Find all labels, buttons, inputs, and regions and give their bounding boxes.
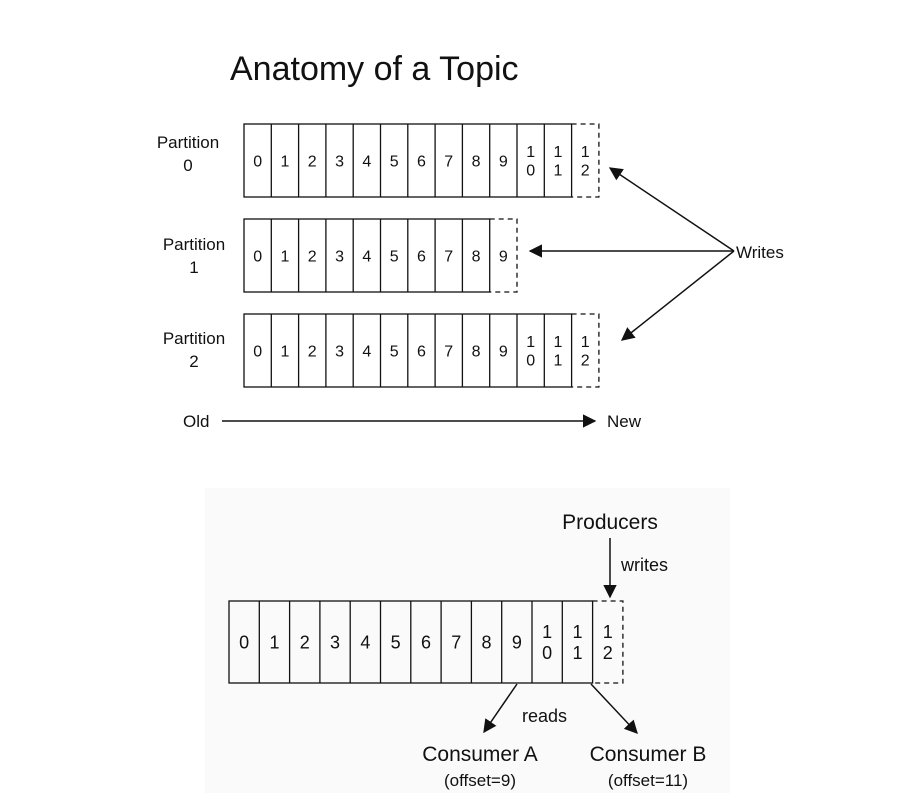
log-cell-10-digit-1: 0 <box>542 643 552 663</box>
partition-0-cell-11-digit-0: 1 <box>553 144 562 161</box>
partition-0-cell-10-digit-1: 0 <box>526 162 535 179</box>
axis-new-label: New <box>607 412 642 431</box>
partition-0-cell-5: 5 <box>390 153 399 170</box>
partition-2-cell-4: 4 <box>362 343 371 360</box>
partition-0-label-line2: 0 <box>183 156 192 175</box>
consumer-b-offset: (offset=11) <box>608 771 688 790</box>
log-pending-label-digit-1: 2 <box>603 643 613 663</box>
partition-1-frame <box>243 218 491 293</box>
partition-2-cell-9: 9 <box>499 343 508 360</box>
log-cell-11-digit-0: 1 <box>572 622 582 642</box>
partition-2-cell-7: 7 <box>444 343 453 360</box>
partition-0-pending-cell <box>571 123 600 198</box>
partition-1-cell-2: 2 <box>308 248 317 265</box>
partition-0-cell-0: 0 <box>253 153 262 170</box>
log-cell-1: 1 <box>269 632 279 652</box>
partition-0-cell-2: 2 <box>308 153 317 170</box>
partition-2-cell-1: 1 <box>280 343 289 360</box>
partition-1-pending-label: 9 <box>499 248 508 265</box>
writes-arrow-partition-2 <box>620 250 735 341</box>
writes-small-label: writes <box>620 555 668 575</box>
writes-arrows <box>528 167 735 341</box>
partition-2-cell-6: 6 <box>417 343 426 360</box>
partition-2-cell-2: 2 <box>308 343 317 360</box>
partition-2-pending-label-digit-0: 1 <box>581 334 590 351</box>
diagram-title: Anatomy of a Topic <box>230 50 519 88</box>
partition-1-label-line2: 1 <box>189 258 198 277</box>
partition-2-label-line1: Partition <box>163 329 225 348</box>
partition-0-cell-7: 7 <box>444 153 453 170</box>
log-cell-11-digit-1: 1 <box>572 643 582 663</box>
partition-0-cell-8: 8 <box>472 153 481 170</box>
partition-1-cell-8: 8 <box>472 248 481 265</box>
log-cell-10-digit-0: 1 <box>542 622 552 642</box>
partition-1-cell-3: 3 <box>335 248 344 265</box>
partition-2-label-line2: 2 <box>189 352 198 371</box>
partition-2-pending-label-digit-1: 2 <box>581 352 590 369</box>
log-cell-0: 0 <box>239 632 249 652</box>
partition-0-cell-3: 3 <box>335 153 344 170</box>
partition-1-pending-cell <box>489 218 518 293</box>
log-cell-5: 5 <box>391 632 401 652</box>
partition-1-cell-7: 7 <box>444 248 453 265</box>
log-cell-8: 8 <box>482 632 492 652</box>
consumer-a-offset: (offset=9) <box>444 771 516 790</box>
producers-label: Producers <box>562 511 658 534</box>
partition-0-pending-label-digit-0: 1 <box>581 144 590 161</box>
partition-1-cell-0: 0 <box>253 248 262 265</box>
partition-0-cell-11-digit-1: 1 <box>553 162 562 179</box>
consumer-b-read-arrow <box>590 683 638 734</box>
axis-old-label: Old <box>183 412 209 431</box>
partition-1-cell-6: 6 <box>417 248 426 265</box>
log-pending-cell <box>592 600 624 684</box>
partition-2-cell-0: 0 <box>253 343 262 360</box>
log-cell-6: 6 <box>421 632 431 652</box>
partition-0-cell-6: 6 <box>417 153 426 170</box>
partition-0-cell-1: 1 <box>280 153 289 170</box>
partition-2-cell-3: 3 <box>335 343 344 360</box>
writes-arrow-partition-0 <box>608 167 735 252</box>
partition-1-cell-4: 4 <box>362 248 371 265</box>
partition-2-pending-cell <box>571 313 600 388</box>
log-panel-background <box>205 488 730 793</box>
partition-1-log: 0 1 2 3 4 5 6 7 8 9 <box>243 218 518 293</box>
log-cell-4: 4 <box>360 632 370 652</box>
log-cell-2: 2 <box>300 632 310 652</box>
partition-0-pending-label-digit-1: 2 <box>581 162 590 179</box>
writes-label: Writes <box>736 243 784 262</box>
partition-0-cell-4: 4 <box>362 153 371 170</box>
partition-2-label: Partition 2 <box>163 329 225 371</box>
partition-2-cell-5: 5 <box>390 343 399 360</box>
partition-2-cell-10-digit-0: 1 <box>526 334 535 351</box>
partition-2-cell-8: 8 <box>472 343 481 360</box>
reads-label: reads <box>522 706 567 726</box>
partition-0-cell-9: 9 <box>499 153 508 170</box>
log-cell-3: 3 <box>330 632 340 652</box>
log-pending-label-digit-0: 1 <box>603 622 613 642</box>
partition-0-label-line1: Partition <box>157 133 219 152</box>
partition-1-cell-1: 1 <box>280 248 289 265</box>
partition-0-label: Partition 0 <box>157 133 219 175</box>
consumer-a-name: Consumer A <box>422 743 538 766</box>
partition-2-cell-11-digit-0: 1 <box>553 334 562 351</box>
log-cell-7: 7 <box>451 632 461 652</box>
consumer-a-read-arrow <box>483 683 518 734</box>
partition-1-label: Partition 1 <box>163 235 225 277</box>
partition-1-label-line1: Partition <box>163 235 225 254</box>
partition-0-cell-10-digit-0: 1 <box>526 144 535 161</box>
partition-1-cell-5: 5 <box>390 248 399 265</box>
partition-2-cell-11-digit-1: 1 <box>553 352 562 369</box>
partition-2-cell-10-digit-1: 0 <box>526 352 535 369</box>
consumer-b-name: Consumer B <box>590 743 707 766</box>
log-cell-9: 9 <box>512 632 522 652</box>
